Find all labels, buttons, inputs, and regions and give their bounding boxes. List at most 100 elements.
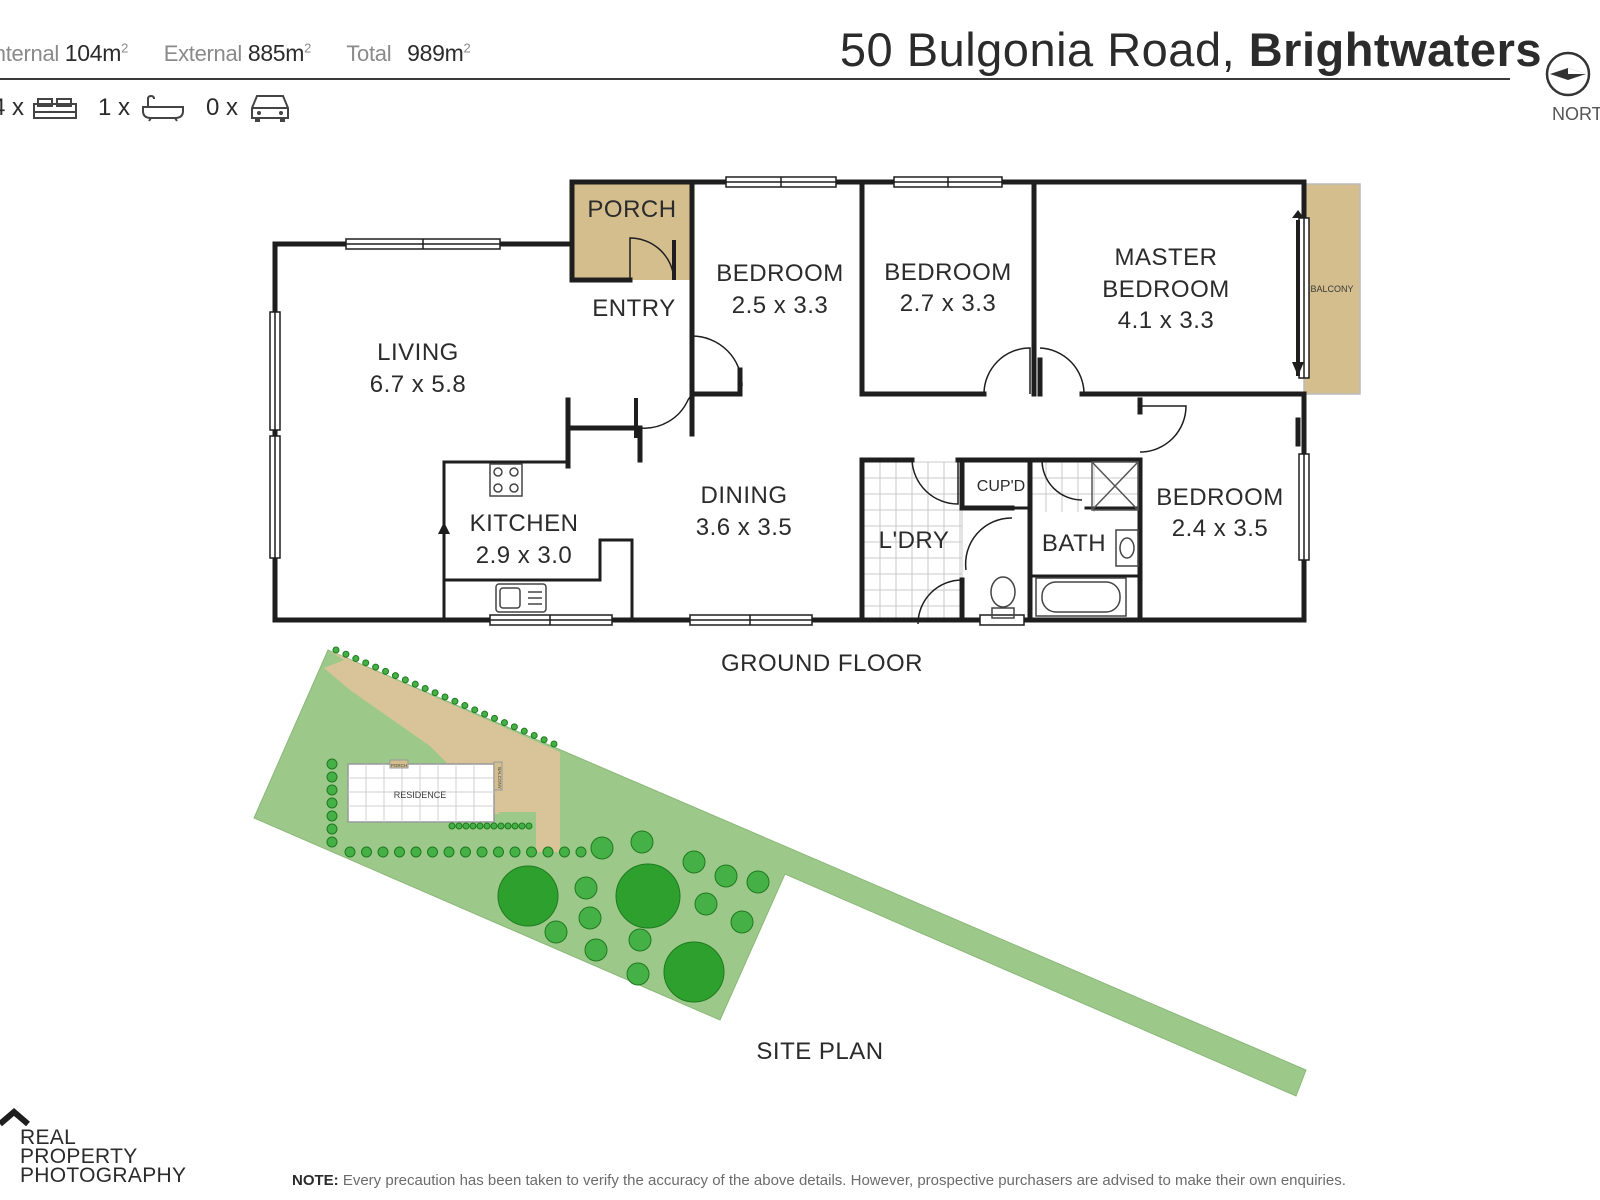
small-tree bbox=[578, 906, 602, 930]
logo-roof-icon bbox=[0, 1108, 30, 1127]
hedge-shrub bbox=[509, 846, 521, 858]
small-tree bbox=[590, 836, 614, 860]
hedge-shrub bbox=[427, 846, 438, 858]
room-bedroom-1-size: 2.5 x 3.3 bbox=[732, 292, 829, 319]
room-bedroom-2-name: BEDROOM bbox=[884, 259, 1012, 286]
hedge-shrub bbox=[326, 758, 338, 770]
logo-line-3: PHOTOGRAPHY bbox=[20, 1164, 187, 1187]
small-tree bbox=[630, 830, 654, 854]
hedge-shrub bbox=[525, 822, 533, 830]
hedge-shrub bbox=[342, 650, 350, 658]
hedge-shrub bbox=[504, 822, 512, 830]
room-porch: PORCH bbox=[587, 196, 676, 223]
small-tree bbox=[682, 850, 706, 874]
hedge-shrub bbox=[520, 727, 528, 735]
large-tree bbox=[615, 863, 681, 929]
hedge-shrub bbox=[481, 710, 489, 718]
cooktop-icon bbox=[489, 463, 523, 497]
total-value: 989m bbox=[407, 40, 464, 66]
hedge-shrub bbox=[462, 822, 470, 830]
small-tree bbox=[584, 938, 608, 962]
car-count: 0 x bbox=[206, 94, 239, 121]
header-divider bbox=[0, 78, 1510, 80]
internal-value: 104m bbox=[64, 40, 122, 66]
hedge-shrub bbox=[372, 663, 380, 671]
address-suburb: Brightwaters bbox=[1248, 23, 1542, 76]
room-living-name: LIVING bbox=[377, 339, 459, 366]
hedge-shrub bbox=[491, 714, 499, 722]
hedge-shrub bbox=[421, 684, 429, 692]
hedge-shrub bbox=[361, 846, 372, 858]
room-bath: BATH bbox=[1042, 530, 1106, 557]
site-plan-caption: SITE PLAN bbox=[756, 1038, 883, 1065]
small-tree bbox=[746, 870, 770, 894]
disclaimer-note: NOTE: Every precaution has been taken to… bbox=[292, 1172, 1346, 1189]
room-bedroom-4-name: BEDROOM bbox=[1156, 484, 1284, 511]
bathtub-icon bbox=[1035, 577, 1127, 617]
total-label: Total bbox=[346, 41, 392, 66]
hedge-shrub bbox=[526, 846, 537, 858]
site-residence-label: RESIDENCE bbox=[394, 790, 447, 800]
small-tree bbox=[574, 876, 598, 900]
room-bedroom-4-size: 2.4 x 3.5 bbox=[1172, 515, 1269, 542]
hedge-shrub bbox=[500, 719, 508, 727]
hedge-shrub bbox=[394, 846, 405, 858]
hedge-shrub bbox=[411, 680, 419, 688]
logo-line-1: REAL bbox=[20, 1126, 77, 1149]
note-text: Every precaution has been taken to verif… bbox=[338, 1172, 1346, 1189]
hedge-shrub bbox=[391, 672, 399, 680]
room-dining-size: 3.6 x 3.5 bbox=[696, 514, 793, 541]
hedge-shrub bbox=[497, 822, 505, 830]
hedge-shrub bbox=[476, 822, 484, 830]
site-trees bbox=[497, 830, 770, 1003]
note-label: NOTE: bbox=[292, 1172, 339, 1189]
small-tree bbox=[714, 864, 738, 888]
vanity-icon bbox=[1115, 529, 1139, 567]
hedge-shrub bbox=[377, 846, 389, 858]
door-leaves bbox=[672, 220, 1300, 376]
sink-icon bbox=[495, 583, 547, 613]
hedge-shrub bbox=[575, 846, 587, 858]
hedge-shrub bbox=[326, 810, 338, 822]
hedge-shrub bbox=[352, 655, 360, 663]
hedge-shrub bbox=[460, 846, 471, 858]
room-kitchen-size: 2.9 x 3.0 bbox=[476, 542, 573, 569]
site-porch-label: PORCH bbox=[391, 763, 407, 768]
hedge-shrub bbox=[490, 822, 498, 830]
site-balcony-label: BALCONY bbox=[497, 767, 502, 789]
compass-label: NORTH bbox=[1552, 104, 1600, 124]
hedge-shrub bbox=[542, 846, 554, 858]
hedge-shrub bbox=[441, 693, 449, 701]
hedge-shrub bbox=[326, 771, 338, 783]
hedge-shrub bbox=[448, 822, 456, 830]
room-master-line-1: MASTER bbox=[1114, 244, 1217, 271]
bed-icon bbox=[33, 98, 77, 119]
hedge-shrub bbox=[540, 736, 548, 744]
room-laundry: L'DRY bbox=[879, 527, 950, 554]
small-tree bbox=[544, 920, 568, 944]
hedge-shrub bbox=[382, 667, 390, 675]
small-tree bbox=[730, 910, 754, 934]
hedge-shrub bbox=[511, 822, 519, 830]
hedge-shrub bbox=[431, 689, 439, 697]
room-entry: ENTRY bbox=[592, 295, 675, 322]
hedge-shrub bbox=[326, 784, 338, 796]
internal-sq: 2 bbox=[121, 40, 129, 56]
hedge-shrub bbox=[483, 822, 491, 830]
hedge-shrub bbox=[326, 823, 338, 835]
floor-and-site-plan: PORCH ENTRY LIVING 6.7 x 5.8 BEDROOM 2.5… bbox=[253, 176, 1361, 1097]
hedge-shrub bbox=[332, 646, 340, 654]
hedge-shrub bbox=[518, 822, 526, 830]
large-tree bbox=[497, 865, 559, 927]
room-bedroom-1-name: BEDROOM bbox=[716, 260, 844, 287]
brand-logo-text: REAL PROPERTY PHOTOGRAPHY bbox=[20, 1126, 187, 1187]
room-cupboard: CUP'D bbox=[977, 478, 1025, 495]
small-tree bbox=[628, 928, 652, 952]
toilet-icon bbox=[990, 576, 1016, 619]
hedge-shrub bbox=[344, 846, 356, 858]
external-label: External bbox=[163, 41, 243, 66]
hedge-shrub bbox=[559, 846, 570, 858]
room-master-size: 4.1 x 3.3 bbox=[1118, 307, 1215, 334]
hedge-shrub bbox=[493, 846, 504, 858]
balcony-area bbox=[1303, 183, 1361, 395]
